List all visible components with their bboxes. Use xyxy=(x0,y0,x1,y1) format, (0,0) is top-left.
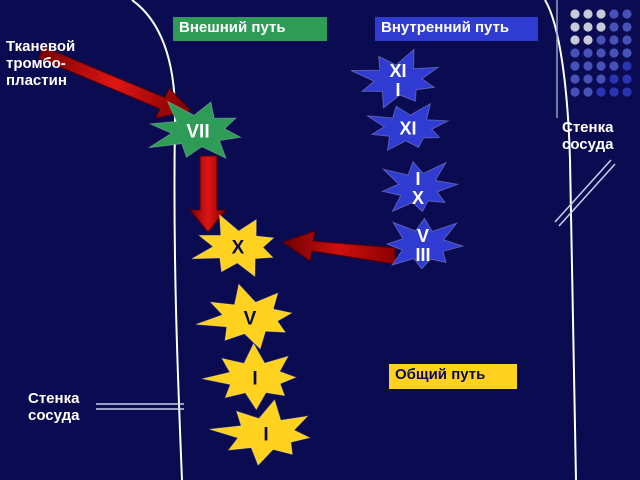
decorative-dot xyxy=(609,9,619,19)
tissue-thromboplastin-line-1: Тканевой xyxy=(6,38,76,55)
factor-vii-star-label: VII xyxy=(186,122,209,143)
decorative-dot xyxy=(622,87,632,97)
decorative-dot xyxy=(570,9,580,19)
decorative-dot xyxy=(596,35,606,45)
decorative-dot xyxy=(609,61,619,71)
decorative-dot xyxy=(583,74,593,84)
decorative-dot xyxy=(583,48,593,58)
decorative-dot xyxy=(583,61,593,71)
factor-v-star-shape xyxy=(195,283,294,350)
external-path-label: Внешний путь xyxy=(173,17,327,41)
decorative-dot xyxy=(622,9,632,19)
factor-ix-star-shape xyxy=(380,160,460,213)
decorative-dot xyxy=(583,35,593,45)
vessel-wall-right-line-2: сосуда xyxy=(562,136,614,153)
decorative-dot xyxy=(609,48,619,58)
decorative-dot xyxy=(570,61,580,71)
factor-x-star-shape xyxy=(191,213,275,278)
decorative-dot xyxy=(622,35,632,45)
decorative-dot xyxy=(570,74,580,84)
factor-x-star: X xyxy=(191,213,275,278)
factor-xi-star: XI xyxy=(366,102,450,152)
factor-ii-star-shape xyxy=(202,342,298,411)
decorative-dot xyxy=(596,61,606,71)
factor-x-star-label: X xyxy=(232,238,245,259)
factor-xii-star-shape xyxy=(350,48,440,109)
factor-vii-star: VII xyxy=(148,100,243,160)
decorative-dot xyxy=(622,74,632,84)
decorative-dot xyxy=(596,87,606,97)
decorative-dot xyxy=(570,48,580,58)
tissue-thromboplastin-line-2: тромбо- xyxy=(6,55,66,72)
factor-xi-star-label: XI xyxy=(399,118,416,138)
arrow-vii-to-x xyxy=(188,155,228,233)
arrow-tissue-to-vii xyxy=(38,46,192,119)
decorative-dot xyxy=(596,74,606,84)
decorative-dot xyxy=(609,74,619,84)
factor-viii-star-label: V xyxy=(417,226,429,246)
factor-ii-star: I xyxy=(202,342,298,411)
decorative-dot xyxy=(583,87,593,97)
decorative-dot xyxy=(570,35,580,45)
factor-xii-star: XII xyxy=(350,48,440,109)
internal-path-label: Внутренний путь xyxy=(375,17,538,41)
vessel-wall-left-line-2: сосуда xyxy=(28,407,80,424)
decorative-dot xyxy=(622,61,632,71)
vessel-wall-left-label: Стенка сосуда xyxy=(28,390,79,424)
common-path-label: Общий путь xyxy=(389,364,517,389)
factor-ix-star-label: I xyxy=(415,169,420,189)
decorative-dot xyxy=(609,87,619,97)
factor-viii-star-label: III xyxy=(415,245,430,265)
vessel-wall-left-pointer xyxy=(96,403,184,410)
factor-ix-star-label: X xyxy=(412,188,424,208)
factor-xii-star-label: I xyxy=(395,80,400,100)
factor-vii-star-shape xyxy=(148,100,243,160)
factor-xii-star-label: XI xyxy=(389,61,406,81)
decorative-dot xyxy=(570,87,580,97)
factor-ix-star: IX xyxy=(380,160,460,213)
decorative-dot xyxy=(609,35,619,45)
arrow-viii-to-x xyxy=(281,230,396,265)
vessel-wall-left-line xyxy=(131,0,183,480)
factor-v-star: V xyxy=(195,283,294,350)
factor-i-star: I xyxy=(209,398,312,467)
factor-ii-star-label: I xyxy=(252,369,257,390)
factor-v-star-label: V xyxy=(244,309,257,330)
vessel-wall-right-line xyxy=(544,0,577,480)
factor-viii-star-shape xyxy=(385,217,465,270)
decorative-dot xyxy=(583,9,593,19)
decorative-dot xyxy=(609,22,619,32)
tissue-thromboplastin-line-3: пластин xyxy=(6,72,67,89)
factor-xi-star-shape xyxy=(366,102,450,152)
vessel-wall-left-line-1: Стенка xyxy=(28,390,80,407)
factor-i-star-label: I xyxy=(263,425,268,446)
decorative-dot xyxy=(596,48,606,58)
decorative-dot-grid xyxy=(570,9,632,97)
decorative-dot xyxy=(596,22,606,32)
decorative-dot xyxy=(622,22,632,32)
decorative-dot xyxy=(622,48,632,58)
factor-i-star-shape xyxy=(209,398,312,467)
tissue-thromboplastin-label: Тканевой тромбо- пластин xyxy=(6,38,75,89)
decorative-dot xyxy=(583,22,593,32)
decorative-dot xyxy=(570,22,580,32)
vessel-wall-right-line-1: Стенка xyxy=(562,119,614,136)
vessel-wall-right-label: Стенка сосуда xyxy=(562,119,613,153)
vessel-wall-right-pointer xyxy=(554,159,616,227)
decorative-dot xyxy=(596,9,606,19)
